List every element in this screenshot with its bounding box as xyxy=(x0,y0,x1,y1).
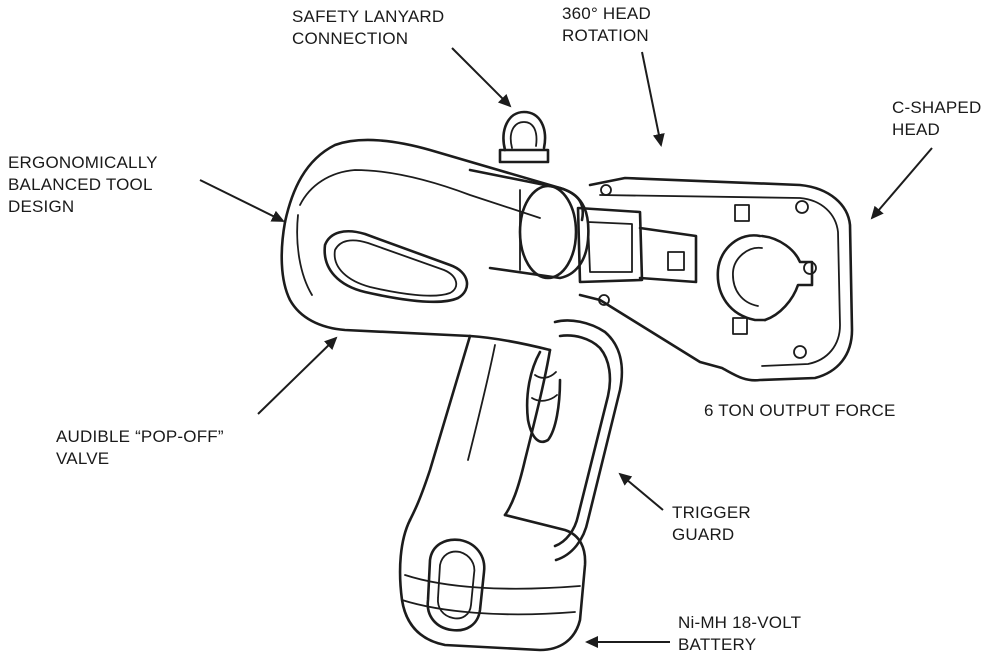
lanyard-ring xyxy=(498,110,550,164)
arrow-trigger-guard xyxy=(618,472,664,511)
label-c-shaped-head-line-2: HEAD xyxy=(892,120,941,139)
label-ergonomic: ERGONOMICALLY BALANCED TOOL DESIGN xyxy=(8,152,158,218)
label-pop-off-valve-line-2: VALVE xyxy=(56,449,110,468)
label-head-rotation: 360° HEAD ROTATION xyxy=(562,3,651,47)
trigger-guard xyxy=(553,319,624,562)
label-c-shaped-head: C-SHAPED HEAD xyxy=(892,97,981,141)
arrow-head-rotation xyxy=(641,51,665,147)
arrow-pop-off-valve xyxy=(257,336,338,415)
label-trigger-guard-line-2: GUARD xyxy=(672,525,735,544)
label-safety-lanyard-line-2: CONNECTION xyxy=(292,29,409,48)
label-pop-off-valve: AUDIBLE “POP-OFF” VALVE xyxy=(56,426,224,470)
c-shaped-head xyxy=(576,176,854,382)
label-safety-lanyard-line-1: SAFETY LANYARD xyxy=(292,7,445,26)
label-output-force: 6 TON OUTPUT FORCE xyxy=(704,400,896,422)
label-pop-off-valve-line-1: AUDIBLE “POP-OFF” xyxy=(56,427,224,446)
label-ergonomic-line-1: ERGONOMICALLY xyxy=(8,153,158,172)
label-battery-line-2: BATTERY xyxy=(678,635,757,654)
arrow-safety-lanyard xyxy=(451,47,512,108)
label-battery-line-1: Ni-MH 18-VOLT xyxy=(678,613,802,632)
label-battery: Ni-MH 18-VOLT BATTERY xyxy=(678,612,801,656)
arrow-ergonomic xyxy=(199,179,285,222)
battery-pack xyxy=(398,513,587,652)
arrow-c-shaped-head xyxy=(870,147,933,220)
label-safety-lanyard: SAFETY LANYARD CONNECTION xyxy=(292,6,444,50)
label-trigger-guard: TRIGGER GUARD xyxy=(672,502,751,546)
label-trigger-guard-line-1: TRIGGER xyxy=(672,503,751,522)
label-c-shaped-head-line-1: C-SHAPED xyxy=(892,98,982,117)
label-head-rotation-line-2: ROTATION xyxy=(562,26,649,45)
callout-arrows xyxy=(199,47,933,648)
label-head-rotation-line-1: 360° HEAD xyxy=(562,4,651,23)
tool-body xyxy=(280,110,854,652)
label-ergonomic-line-2: BALANCED TOOL xyxy=(8,175,153,194)
label-output-force-line-1: 6 TON OUTPUT FORCE xyxy=(704,401,896,420)
label-ergonomic-line-3: DESIGN xyxy=(8,197,75,216)
